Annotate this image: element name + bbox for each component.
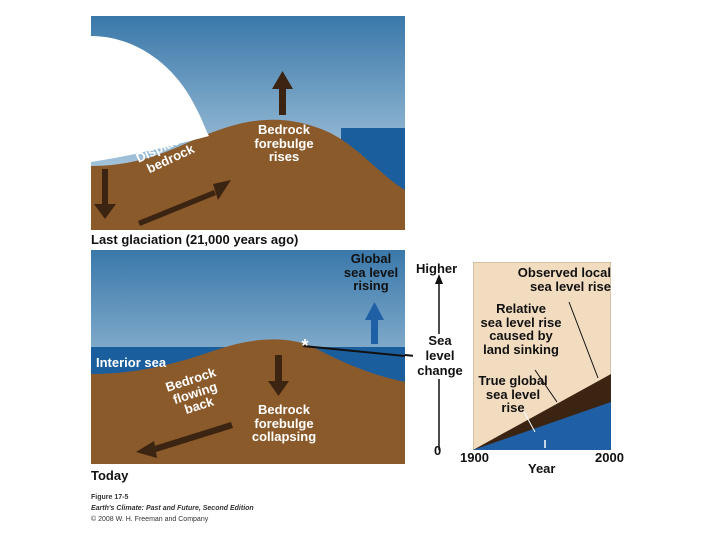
ice-sheet: [91, 36, 209, 162]
pointer-observed: [568, 301, 599, 379]
axis-x-title: Year: [528, 461, 556, 476]
down-arrow: [94, 169, 116, 219]
caption-last-glaciation: Last glaciation (21,000 years ago): [91, 232, 299, 247]
true-global-band: [473, 402, 611, 450]
axis-x-start: 1900: [460, 450, 489, 465]
copyright: © 2008 W. H. Freeman and Company: [91, 516, 209, 523]
collapse-arrow: [268, 355, 289, 396]
sea-level-chart: Observed local sea level rise Relative s…: [473, 262, 611, 450]
axis-zero: 0: [434, 443, 442, 458]
annotation-true-global: True global sea level rise: [478, 373, 548, 416]
label-forebulge-rises: Bedrock forebulge rises: [254, 122, 314, 165]
book-title: Earth's Climate: Past and Future, Second…: [91, 505, 254, 512]
flow-arrow: [138, 180, 231, 226]
pointer-relative: [534, 369, 558, 403]
pointer-line: [302, 345, 405, 357]
annotation-relative: Relative sea level rise caused by land s…: [480, 301, 562, 357]
axis-label-higher: Higher: [416, 261, 458, 276]
up-arrow: [272, 71, 293, 115]
bedrock: [91, 339, 405, 464]
label-forebulge-collapsing: Bedrock forebulge collapsing: [251, 402, 317, 445]
flow-back-arrow: [136, 422, 233, 458]
axis-x-end: 2000: [595, 450, 624, 465]
pointer-true-global: [522, 409, 536, 433]
caption-today: Today: [91, 468, 129, 483]
star-marker: *: [301, 336, 309, 356]
last-glaciation-panel: Bedrock forebulge rises Displaced bedroc…: [91, 16, 405, 230]
annotation-observed: Observed local sea level rise: [517, 265, 611, 294]
label-interior-sea: Interior sea: [96, 355, 167, 370]
up-arrow-global: [365, 302, 384, 344]
label-global-sea-level-rising: Global sea level rising: [343, 251, 399, 294]
bedrock: [91, 119, 405, 230]
today-panel: * Interior sea Bedrock flowing back Bedr…: [91, 250, 405, 464]
axis-y-title: Sea level change: [413, 333, 467, 379]
figure-number: Figure 17-5: [91, 494, 129, 501]
